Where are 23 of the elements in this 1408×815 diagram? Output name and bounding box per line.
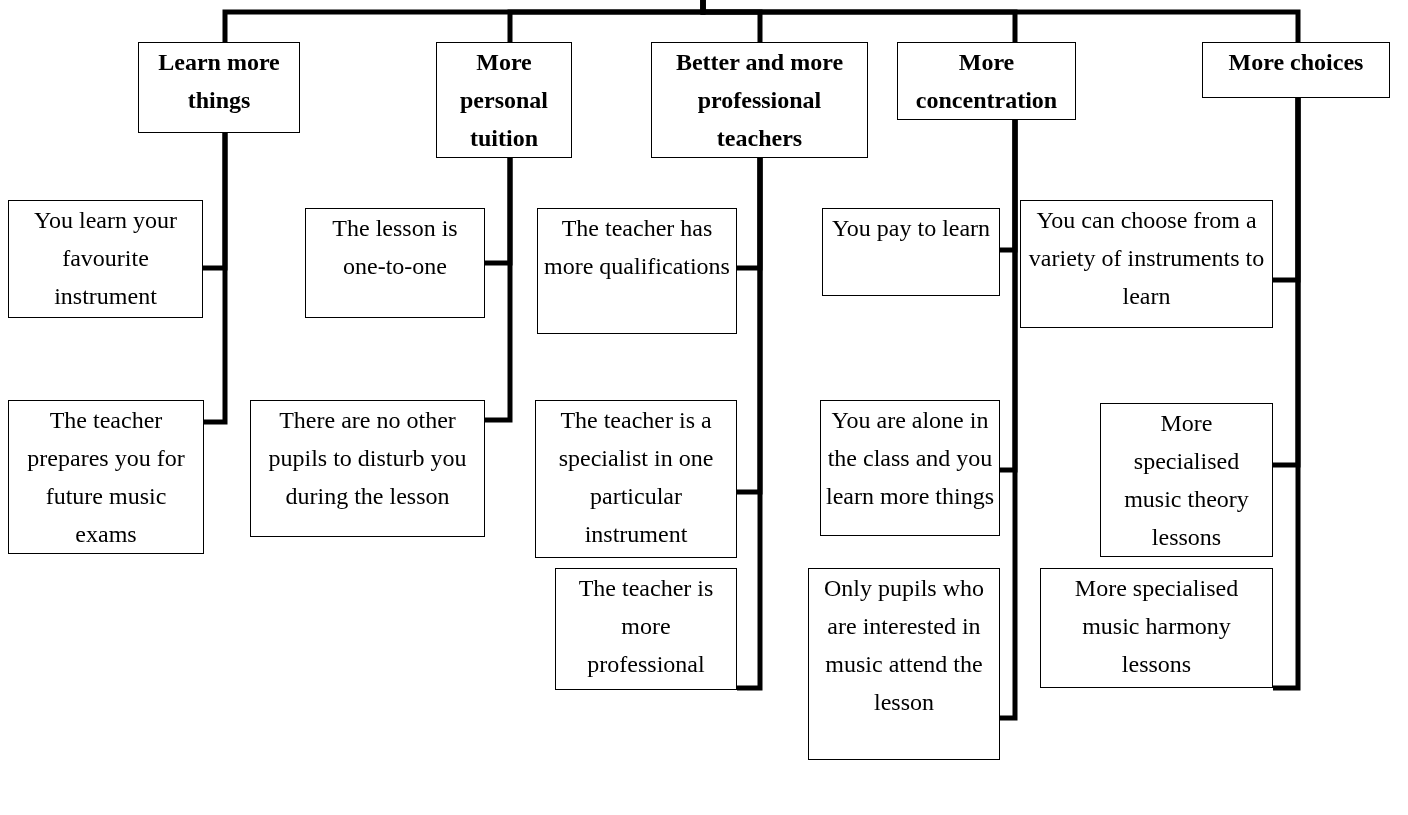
text-box: There are no other pupils to disturb you during the lesson: [250, 400, 485, 537]
text-box: More specialised music harmony lessons: [1040, 568, 1273, 688]
connector-line: [1273, 98, 1301, 691]
heading-box: More choices: [1202, 42, 1390, 98]
connector-line: [700, 0, 1301, 42]
text-box: You are alone in the class and you learn more things: [820, 400, 1000, 536]
connector-line: [204, 133, 228, 425]
text-box: You can choose from a variety of instruments to learn: [1020, 200, 1273, 328]
text-box: The teacher has more qualifications: [537, 208, 737, 334]
connector-line: [737, 157, 763, 691]
text-box: You learn your favourite instrument: [8, 200, 203, 318]
text-box: Only pupils who are interested in music attend the lesson: [808, 568, 1000, 760]
heading-box: Better and more professional teachers: [651, 42, 868, 158]
text-box: The teacher is more professional: [555, 568, 737, 690]
text-box: More specialised music theory lessons: [1100, 403, 1273, 557]
text-box: The lesson is one-to-one: [305, 208, 485, 318]
text-box: The teacher prepares you for future music exams: [8, 400, 204, 554]
text-box: The teacher is a specialist in one particular instrument: [535, 400, 737, 558]
text-box: You pay to learn: [822, 208, 1000, 296]
heading-box: More concentration: [897, 42, 1076, 120]
connector-line: [485, 157, 513, 423]
heading-box: Learn more things: [138, 42, 300, 133]
heading-box: More personal tuition: [436, 42, 572, 158]
